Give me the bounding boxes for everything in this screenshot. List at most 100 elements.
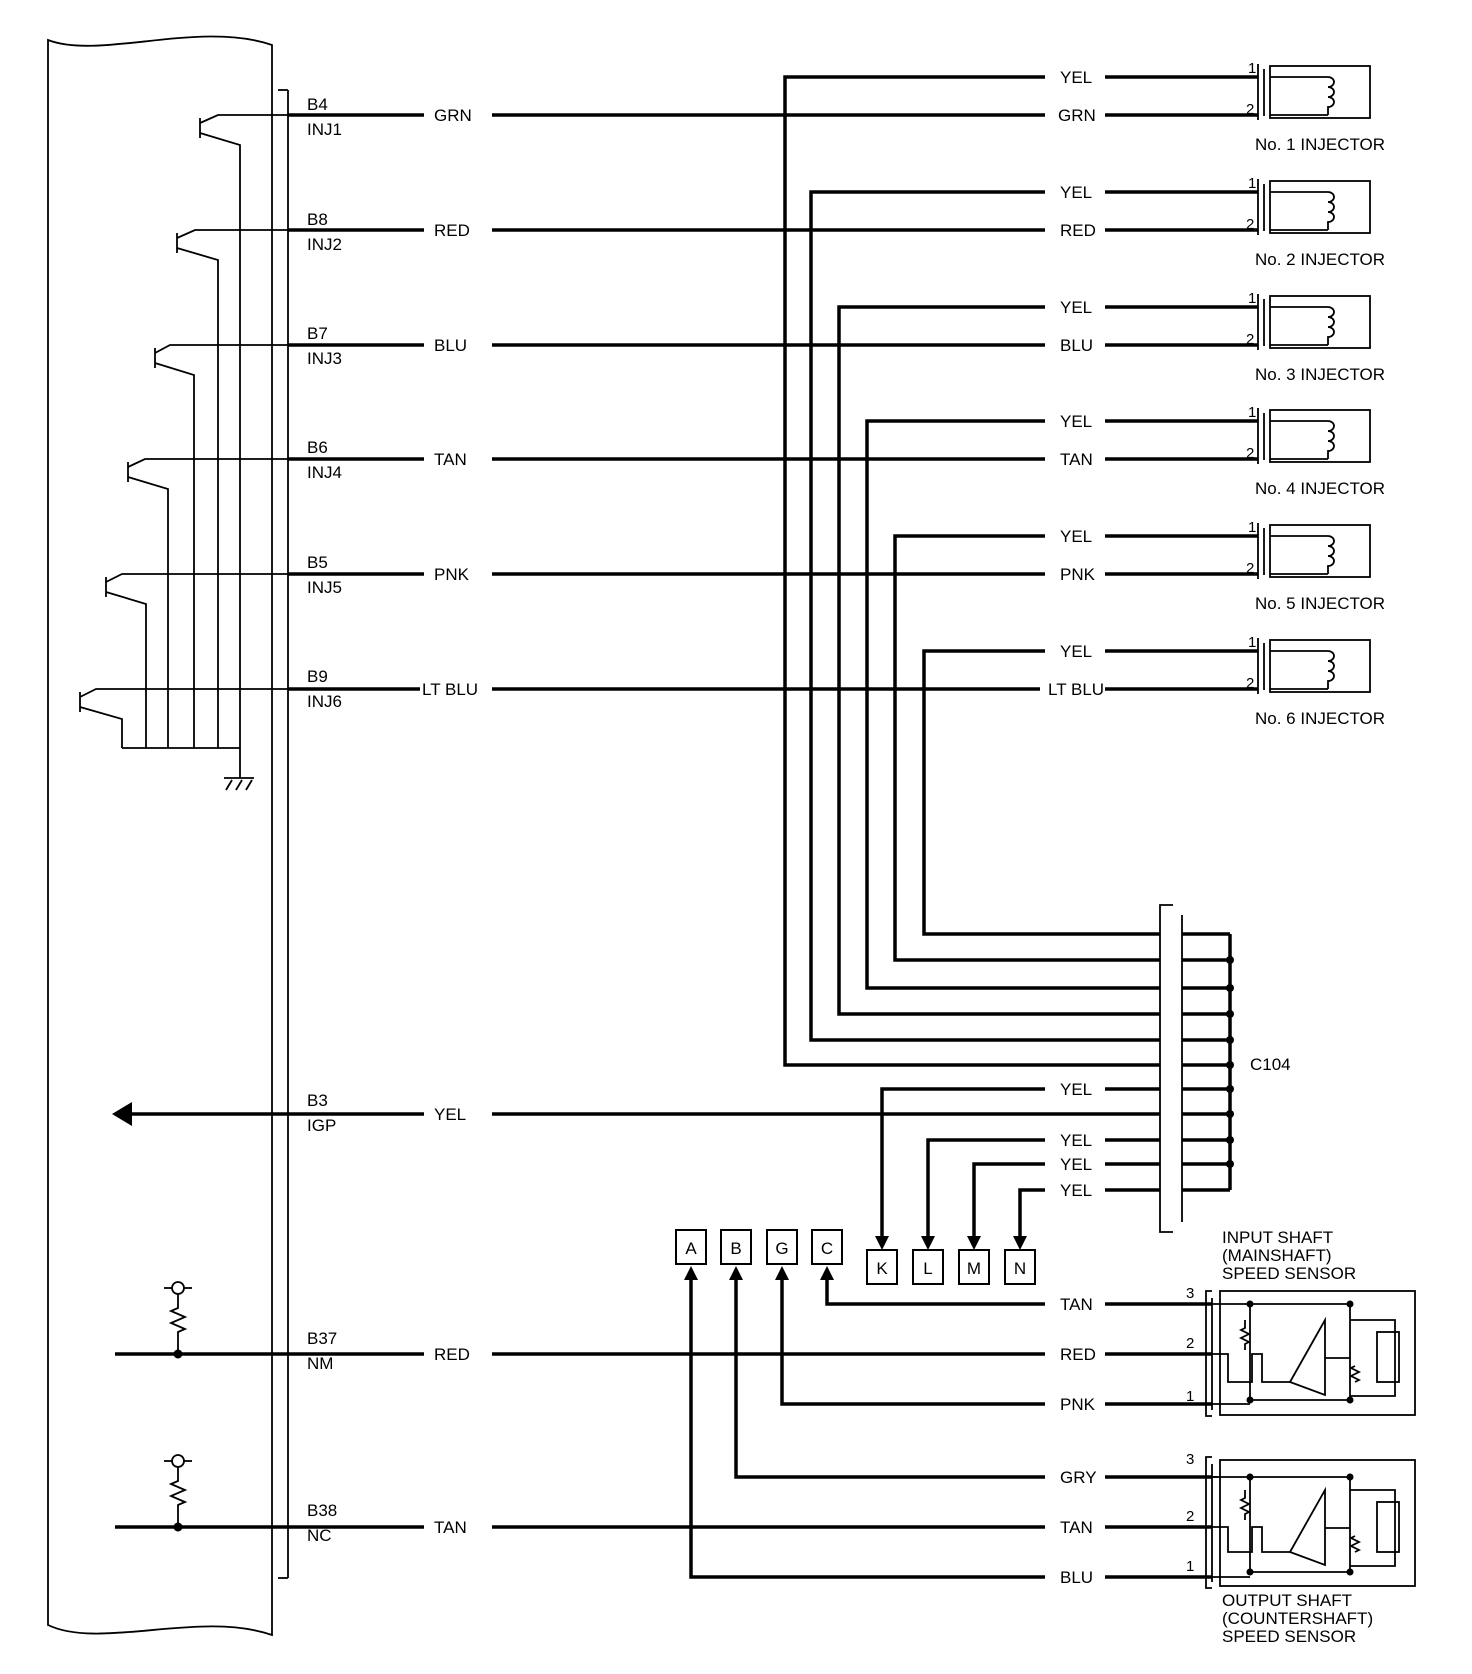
branch-yel-m: YEL — [1060, 1155, 1092, 1174]
injector-drivers — [79, 114, 288, 791]
pin-b8: B8 — [307, 210, 328, 229]
pin-b38: B38 — [307, 1501, 337, 1520]
injector-5: 1 2 No. 5 INJECTOR — [1246, 519, 1385, 613]
ref-boxes-lower: K L M N — [866, 1249, 1036, 1285]
inj2-wire2: RED — [1060, 221, 1096, 240]
output-wire-pnk: PNK — [1060, 1395, 1096, 1414]
inj6-wire2: LT BLU — [1048, 680, 1104, 699]
input-wire-gry: GRY — [1060, 1468, 1097, 1487]
injector-4: 1 2 No. 4 INJECTOR — [1246, 404, 1385, 498]
output-sensor-title-2: (COUNTERSHAFT) — [1222, 1609, 1373, 1628]
inj1-pin1: 1 — [1248, 60, 1256, 77]
pullup-nm — [164, 1281, 192, 1354]
injector-6: 1 2 No. 6 INJECTOR — [1246, 634, 1385, 728]
pullup-nc — [164, 1454, 192, 1527]
inj3-wire2: BLU — [1060, 336, 1093, 355]
inj6-pin1: 1 — [1248, 634, 1256, 651]
branch-wires — [880, 1087, 1160, 1240]
branch-yel-n: YEL — [1060, 1181, 1092, 1200]
pin-b3: B3 — [307, 1091, 328, 1110]
wire-ltblu: LT BLU — [422, 680, 478, 699]
inj6-wire1: YEL — [1060, 642, 1092, 661]
wire-grn: GRN — [434, 106, 472, 125]
injector-1: 1 2 No. 1 INJECTOR — [1246, 60, 1385, 154]
branch-yel-k: YEL — [1060, 1080, 1092, 1099]
ref-m: M — [967, 1259, 981, 1278]
inj3-pin2: 2 — [1246, 331, 1254, 348]
input-pin-1: 1 — [1186, 1388, 1194, 1405]
ecm-wires — [115, 113, 1258, 1529]
node-nc — [173, 1522, 183, 1532]
injector-supply — [783, 75, 1258, 1067]
input-shaft-sensor: INPUT SHAFT (MAINSHAFT) SPEED SENSOR TAN… — [1060, 1228, 1416, 1487]
pin-inj2: INJ2 — [307, 235, 342, 254]
output-wire-tan: TAN — [1060, 1518, 1093, 1537]
wire-red: RED — [434, 221, 470, 240]
inj1-wire1: YEL — [1060, 68, 1092, 87]
ref-boxes-upper: A B G C — [675, 1229, 843, 1265]
terminal-labels: B4 INJ1 B8 INJ2 B7 INJ3 B6 INJ4 B5 INJ5 … — [307, 95, 342, 1545]
pin-inj6: INJ6 — [307, 692, 342, 711]
pin-b6: B6 — [307, 438, 328, 457]
pin-nc: NC — [307, 1526, 332, 1545]
injector-1-label: No. 1 INJECTOR — [1255, 135, 1385, 154]
pin-inj3: INJ3 — [307, 349, 342, 368]
injector-wire-labels: YEL GRN YEL RED YEL BLU YEL TAN YEL PNK … — [1048, 68, 1104, 699]
injector-4-label: No. 4 INJECTOR — [1255, 479, 1385, 498]
inj1-pin2: 2 — [1246, 101, 1254, 118]
ecm-body — [47, 35, 289, 1637]
input-wire-tan: TAN — [1060, 1295, 1093, 1314]
injector-5-label: No. 5 INJECTOR — [1255, 594, 1385, 613]
pin-inj5: INJ5 — [307, 578, 342, 597]
ref-n: N — [1014, 1259, 1026, 1278]
injector-2: 1 2 No. 2 INJECTOR — [1246, 175, 1385, 269]
input-sensor-title-2: (MAINSHAFT) — [1222, 1246, 1332, 1265]
sensor-arrows — [684, 1266, 834, 1280]
output-pin-3: 3 — [1186, 1451, 1194, 1468]
input-wire-red: RED — [1060, 1345, 1096, 1364]
inj5-wire1: YEL — [1060, 527, 1092, 546]
pin-nm: NM — [307, 1354, 333, 1373]
inj4-pin2: 2 — [1246, 445, 1254, 462]
wire-yel-igp: YEL — [434, 1105, 466, 1124]
pin-inj4: INJ4 — [307, 463, 342, 482]
injector-3-label: No. 3 INJECTOR — [1255, 365, 1385, 384]
wire-tan: TAN — [434, 450, 467, 469]
output-sensor-title-3: SPEED SENSOR — [1222, 1627, 1356, 1646]
pin-b5: B5 — [307, 553, 328, 572]
input-sensor-title-3: SPEED SENSOR — [1222, 1264, 1356, 1283]
inj4-wire1: YEL — [1060, 412, 1092, 431]
input-pin-2: 2 — [1186, 1335, 1194, 1352]
pin-igp: IGP — [307, 1116, 336, 1135]
c104-label: C104 — [1250, 1055, 1291, 1074]
wire-tan-nc: TAN — [434, 1518, 467, 1537]
input-sensor-title-1: INPUT SHAFT — [1222, 1228, 1333, 1247]
injector-6-label: No. 6 INJECTOR — [1255, 709, 1385, 728]
branch-wire-labels: YEL YEL YEL YEL — [1060, 1080, 1092, 1200]
wire-pnk: PNK — [434, 565, 470, 584]
inj2-pin2: 2 — [1246, 216, 1254, 233]
pin-b37: B37 — [307, 1329, 337, 1348]
node-nm — [173, 1349, 183, 1359]
wire-red-nm: RED — [434, 1345, 470, 1364]
pin-b9: B9 — [307, 667, 328, 686]
inj5-wire2: PNK — [1060, 565, 1096, 584]
ref-k: K — [876, 1259, 888, 1278]
injector-2-label: No. 2 INJECTOR — [1255, 250, 1385, 269]
injector-3: 1 2 No. 3 INJECTOR — [1246, 290, 1385, 384]
inj2-pin1: 1 — [1248, 175, 1256, 192]
output-sensor-title-1: OUTPUT SHAFT — [1222, 1591, 1352, 1610]
igp-arrow — [112, 1102, 132, 1126]
sensor-wires — [689, 1278, 1212, 1579]
branch-arrows — [875, 1236, 1027, 1250]
ref-c: C — [821, 1239, 833, 1258]
inj6-pin2: 2 — [1246, 675, 1254, 692]
output-wire-blu: BLU — [1060, 1568, 1093, 1587]
c104-connector: C104 — [1159, 904, 1291, 1233]
inj1-wire2: GRN — [1058, 106, 1096, 125]
inj2-wire1: YEL — [1060, 183, 1092, 202]
pin-b7: B7 — [307, 324, 328, 343]
branch-yel-l: YEL — [1060, 1131, 1092, 1150]
ecm-wire-labels: GRN RED BLU TAN PNK LT BLU YEL RED TAN — [422, 106, 478, 1537]
